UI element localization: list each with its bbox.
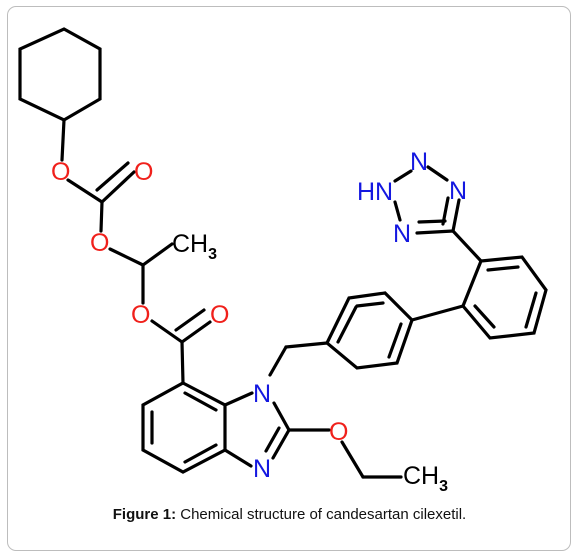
candesartan-cilexetil-structure: O O O CH3 O O N N O CH3 N N N HN bbox=[18, 27, 548, 495]
figure-caption: Figure 1: Chemical structure of candesar… bbox=[0, 506, 579, 523]
atom-o-ether: O bbox=[90, 229, 109, 257]
atom-hn-tetrazole: HN bbox=[357, 178, 393, 206]
atom-o-ester-carbonyl: O bbox=[210, 301, 229, 329]
atom-n1-benzimidazole: N bbox=[253, 380, 271, 408]
tetrazole-ring bbox=[393, 165, 461, 235]
benzyl-linker bbox=[268, 341, 329, 377]
atom-n3-benzimidazole: N bbox=[253, 455, 271, 483]
atom-o-carbonate-carbonyl: O bbox=[134, 158, 153, 186]
carbonate-group bbox=[60, 118, 136, 233]
ethoxy-group bbox=[287, 428, 403, 479]
phenyl-ring bbox=[461, 255, 548, 340]
atom-ch3-bottom: CH3 bbox=[403, 462, 448, 495]
phenylene-ring bbox=[325, 291, 414, 370]
imidazole-ring bbox=[223, 391, 291, 468]
benzimidazole-benzene-ring bbox=[141, 381, 227, 474]
atom-o-carbonate-ester: O bbox=[51, 158, 70, 186]
atom-n-tetrazole-top: N bbox=[410, 148, 428, 176]
ester-group bbox=[150, 308, 212, 385]
cyclohexane-ring bbox=[18, 27, 102, 122]
atom-n-tetrazole-bottom: N bbox=[393, 220, 411, 248]
acetal-linker bbox=[108, 242, 174, 305]
aryl-tetrazole-bond bbox=[451, 229, 483, 263]
biphenyl-bond bbox=[410, 304, 465, 322]
atom-o-ester: O bbox=[131, 301, 150, 329]
atom-o-ethoxy: O bbox=[329, 418, 348, 446]
caption-label: Figure 1: bbox=[112, 506, 177, 523]
atom-n-tetrazole-right: N bbox=[449, 177, 467, 205]
atom-ch3-top: CH3 bbox=[172, 230, 217, 263]
caption-text: Chemical structure of candesartan cilexe… bbox=[176, 506, 467, 523]
